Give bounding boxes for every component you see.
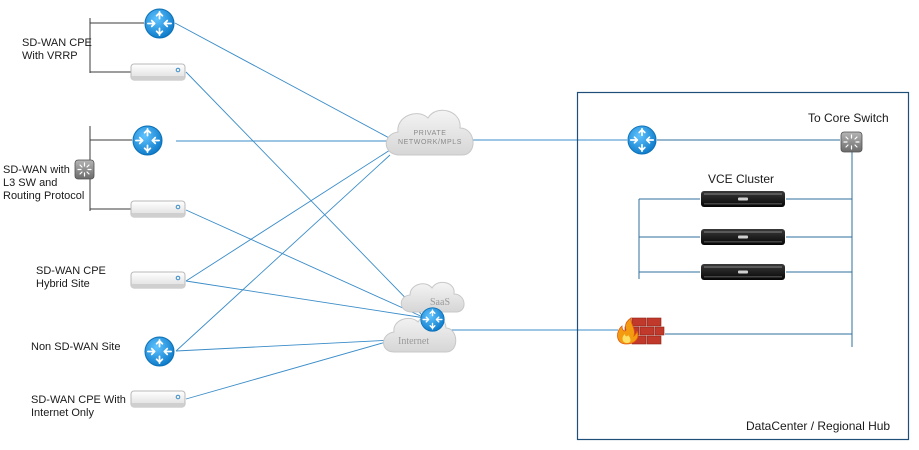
cpe-appliance-icon [130,63,186,81]
site-label-line: With VRRP [22,50,78,62]
router-icon [132,125,163,156]
site-label-vrrp: SD-WAN CPE With VRRP [22,37,92,63]
cpe-appliance-icon [130,271,186,289]
private-network-label: PRIVATE NETWORK/MPLS [392,129,468,147]
datacenter-title: DataCenter / Regional Hub [746,419,891,433]
saas-label: SaaS [430,297,450,308]
core-switch-label: To Core Switch [808,111,889,125]
site-label-line: SD-WAN CPE [36,265,106,277]
l3-switch-icon [840,131,863,153]
vce-cluster-label: VCE Cluster [708,172,775,186]
internet-label: Internet [398,336,430,347]
site-label-line: Internet Only [31,407,94,419]
cloud-icon [400,281,465,313]
site-label-line: SD-WAN with [3,164,70,176]
router-icon [144,8,175,39]
router-icon [627,125,657,155]
site-label-line: Non SD-WAN Site [31,341,121,353]
wan-links [174,22,627,400]
cloud-label-line: PRIVATE [413,130,447,137]
server-icon [701,191,785,207]
site-brackets [89,18,144,211]
server-icon [701,264,785,280]
cpe-appliance-icon [130,200,186,218]
l3-switch-icon [74,159,95,180]
cpe-appliance-icon [130,390,186,408]
site-label-hybrid: SD-WAN CPE Hybrid Site [36,265,106,291]
firewall-icon [617,317,665,345]
site-label-line: L3 SW and [3,177,58,189]
server-icon [701,229,785,245]
site-label-line: SD-WAN CPE With [31,394,126,406]
datacenter-box [576,91,910,441]
site-label-internet-only: SD-WAN CPE With Internet Only [31,394,126,420]
site-label-line: Routing Protocol [3,190,85,202]
cloud-label-line: NETWORK/MPLS [398,139,462,146]
site-label-l3: SD-WAN with L3 SW and Routing Protocol [3,164,84,203]
site-label-line: SD-WAN CPE [22,37,92,49]
router-icon [420,307,445,332]
datacenter-links [638,139,853,347]
cloud-icon [385,109,474,156]
site-label-line: Hybrid Site [36,278,90,290]
site-label-non-sdwan: Non SD-WAN Site [31,341,120,354]
router-icon [144,336,175,367]
